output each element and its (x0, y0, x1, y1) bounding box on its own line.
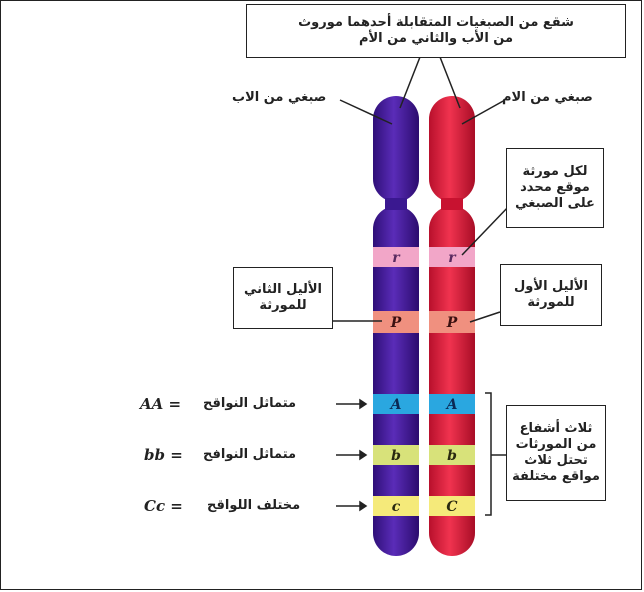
band-letter-right-A: A (445, 397, 458, 413)
paternal-chromosome (373, 96, 419, 556)
band-right-b (429, 445, 475, 465)
band-left-r (373, 247, 419, 267)
second-allele-box: الأليل الثاني للمورثة (233, 267, 333, 329)
band-letter-left-A: A (389, 397, 402, 413)
band-right-C (429, 496, 475, 516)
first-allele-box: الأليل الأول للمورثة (500, 264, 602, 326)
genotype-cc: Cc = (144, 497, 183, 515)
row-arrows (336, 398, 368, 512)
band-letter-left-r: r (392, 250, 401, 266)
band-left-A (373, 394, 419, 414)
band-right-A (429, 394, 475, 414)
gene-locus-box: لكل مورثة موقع محدد على الصبغي (506, 148, 604, 228)
connector-lines (332, 56, 511, 516)
paternal-chromosome-label: صبغي من الاب (232, 90, 327, 105)
band-left-b (373, 445, 419, 465)
band-letter-left-c: c (392, 499, 401, 515)
band-letter-right-P: P (446, 315, 458, 331)
band-letter-right-r: r (448, 250, 457, 266)
band-letter-left-P: P (390, 315, 402, 331)
three-gene-pairs-box: ثلاث أشفاع من المورثات تحتل ثلاث مواقع م… (506, 405, 606, 501)
band-right-r (429, 247, 475, 267)
genotype-aa-label: متماثل النواقح (203, 396, 297, 411)
band-right-P (429, 311, 475, 333)
genotype-bb: bb = (144, 446, 183, 464)
band-letter-right-C: C (446, 499, 457, 515)
top-caption-box: شقع من الصبغيات المتقابلة أحدهما موروث م… (246, 4, 626, 58)
band-letter-left-b: b (391, 448, 401, 464)
band-left-P (373, 311, 419, 333)
band-letter-right-b: b (447, 448, 457, 464)
maternal-chromosome-label: صبغي من الام (502, 90, 593, 105)
genotype-aa: AA = (140, 395, 182, 413)
genotype-bb-label: متماثل النوافح (203, 447, 297, 462)
maternal-chromosome (429, 96, 475, 556)
genotype-cc-label: مختلف اللواقح (207, 498, 301, 513)
band-left-c (373, 496, 419, 516)
gene-bands: rP Ab c rP AbC (373, 247, 475, 516)
